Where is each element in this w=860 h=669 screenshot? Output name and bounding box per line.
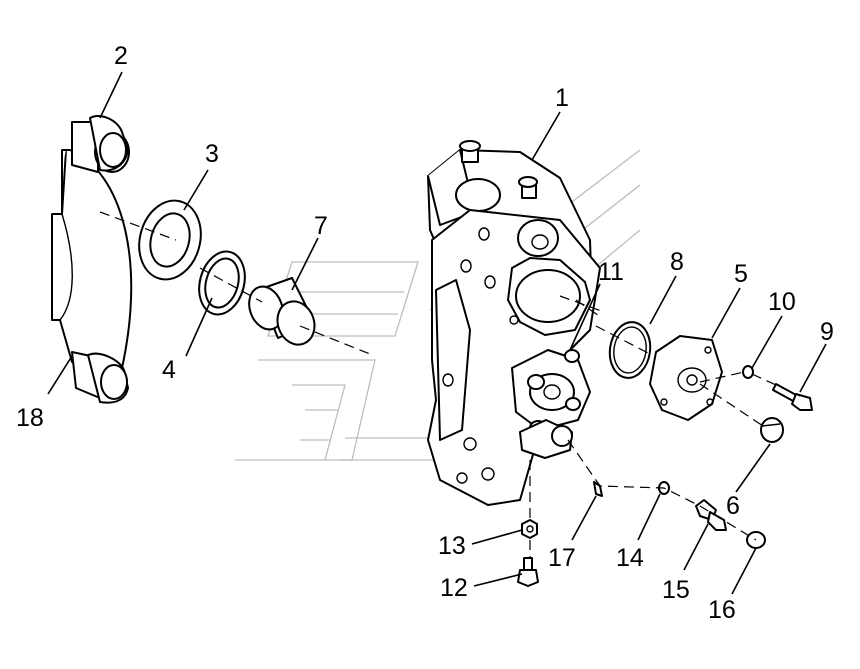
callout-9: 9 <box>820 318 834 346</box>
callout-11: 11 <box>598 258 624 286</box>
bushing-2-top <box>71 114 130 173</box>
callout-8: 8 <box>670 248 684 276</box>
callout-14: 14 <box>616 544 644 572</box>
callout-5: 5 <box>734 260 748 288</box>
fitting-15 <box>695 499 727 531</box>
sleeve-7 <box>248 277 316 346</box>
washer-3 <box>138 199 202 281</box>
callout-4: 4 <box>162 356 176 384</box>
bushing-2-bottom <box>71 351 129 404</box>
callout-6: 6 <box>726 492 740 520</box>
bolt-9 <box>772 383 813 411</box>
top-bolts <box>459 140 538 199</box>
callout-12: 12 <box>440 574 468 602</box>
callout-16: 16 <box>708 596 736 624</box>
assembly-centerlines <box>99 211 801 558</box>
callout-17: 17 <box>548 544 576 572</box>
callout-10: 10 <box>768 288 796 316</box>
bracket-18 <box>51 149 133 386</box>
callout-2: 2 <box>114 42 128 70</box>
callout-labels: 2 3 4 7 1 11 8 5 10 9 18 6 13 17 14 12 1… <box>16 42 834 624</box>
callout-3: 3 <box>205 140 219 168</box>
callout-13: 13 <box>438 532 466 560</box>
housing-1 <box>427 140 601 506</box>
washer-10 <box>742 365 754 379</box>
nut-13 <box>521 519 538 539</box>
cover-5 <box>649 335 723 421</box>
plug-6 <box>760 417 784 443</box>
oring-8 <box>608 321 652 379</box>
bolt-12 <box>517 557 539 587</box>
ring-4 <box>198 250 246 316</box>
pin-17 <box>593 481 603 497</box>
leader-lines <box>47 71 827 595</box>
callout-1: 1 <box>555 84 569 112</box>
callout-18: 18 <box>16 404 44 432</box>
callout-7: 7 <box>314 212 328 240</box>
callout-15: 15 <box>662 576 690 604</box>
